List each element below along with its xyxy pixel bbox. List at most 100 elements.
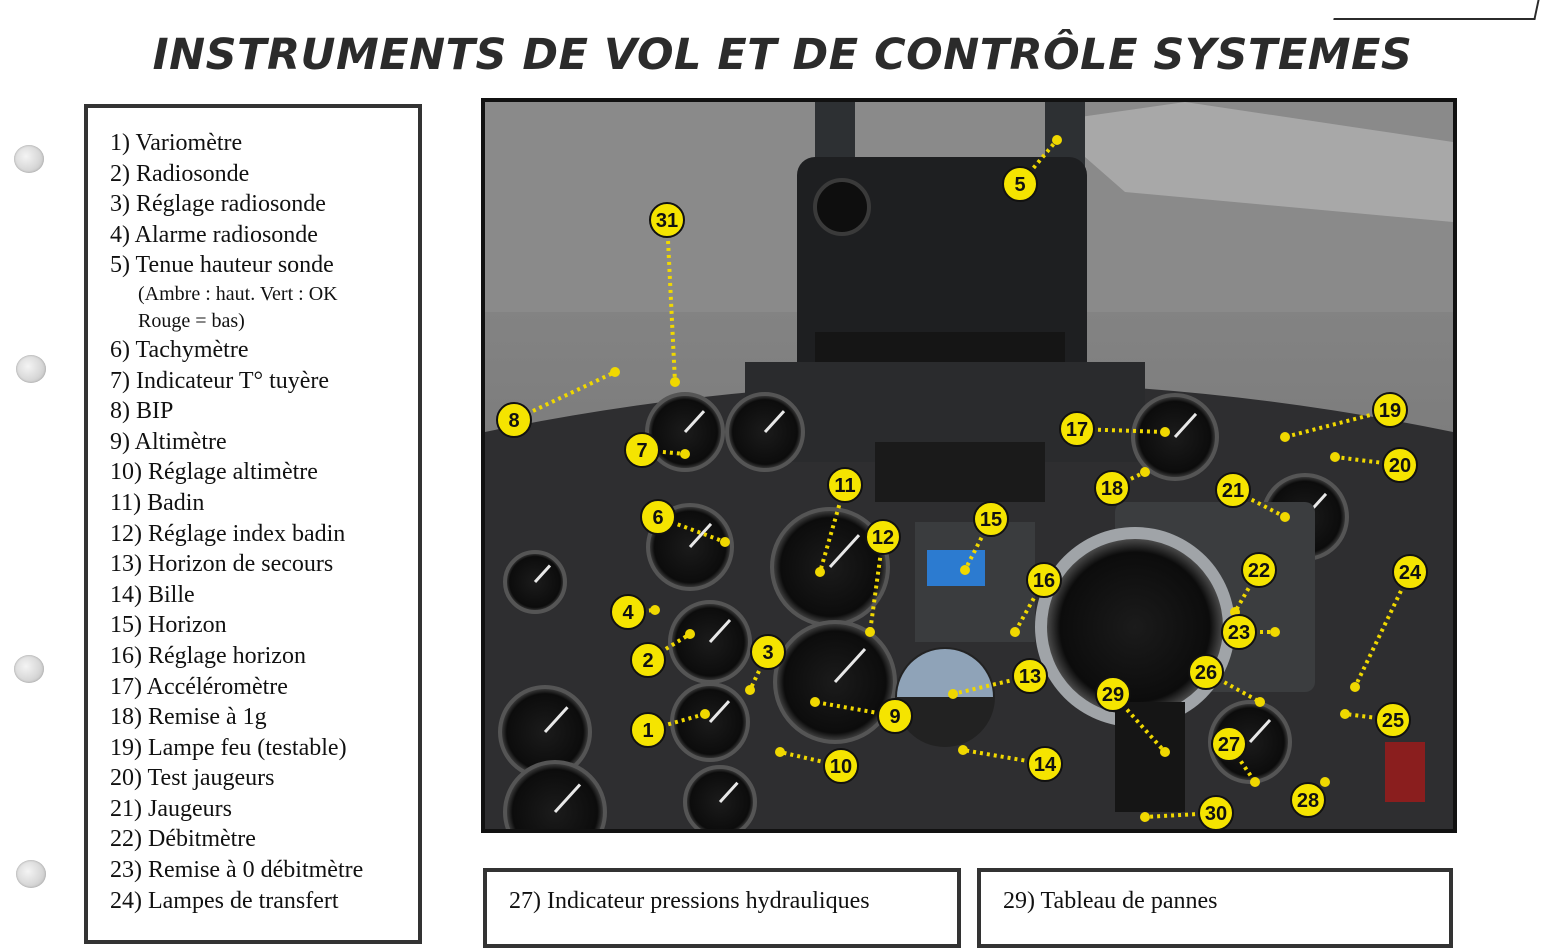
callout-arrow-head [700, 709, 710, 719]
legend-item: 11) Badin [110, 489, 205, 516]
legend-item: 13) Horizon de secours [110, 551, 334, 578]
legend-item: 19) Lampe feu (testable) [110, 734, 347, 761]
callout-badge [877, 698, 913, 734]
callout-badge [630, 642, 666, 678]
callout-arrow [513, 370, 616, 422]
callout-number: 13 [1019, 666, 1041, 688]
legend-item: 12) Réglage index badin [110, 520, 346, 547]
legend-item: 1) Variomètre [110, 130, 243, 156]
gauge-needle [708, 618, 732, 644]
callout-badge [1290, 782, 1326, 818]
legend-note: (Ambre : haut. Vert : OK [138, 282, 338, 305]
callout-number: 7 [636, 440, 647, 462]
callout-arrow [1144, 811, 1217, 819]
callout-arrow-head [865, 627, 875, 637]
callout-number: 23 [1228, 622, 1250, 644]
callout-arrow-head [1255, 697, 1265, 707]
callout-number: 19 [1379, 400, 1401, 422]
callout-arrow-head [1250, 777, 1260, 787]
callout-number: 29 [1102, 684, 1124, 706]
callout-number: 5 [1014, 174, 1025, 196]
legend-item: 4) Alarme radiosonde [110, 221, 318, 248]
gauge-needle [543, 706, 569, 734]
callout-number: 15 [980, 509, 1002, 531]
callout-arrow [952, 674, 1031, 696]
callout-number: 14 [1034, 754, 1057, 776]
callout-arrow [665, 219, 677, 383]
callout-arrow [1353, 571, 1412, 688]
legend-item: 29) Tableau de pannes [1003, 888, 1218, 914]
callout-badge [1188, 654, 1224, 690]
callout-number: 27 [1218, 734, 1240, 756]
callout-number: 10 [830, 756, 852, 778]
callout-arrow-head [775, 747, 785, 757]
callout-arrow-head [1160, 747, 1170, 757]
legend-item: 22) Débitmètre [110, 826, 256, 853]
callout-arrow-head [815, 567, 825, 577]
callout-arrow-head [948, 689, 958, 699]
callout-badge [1002, 166, 1038, 202]
etendard-logo [1326, 0, 1564, 30]
callout-number: 18 [1101, 478, 1123, 500]
callout-arrow-head [960, 565, 970, 575]
gauge-needle [828, 534, 861, 569]
punch-hole-icon [16, 355, 46, 383]
callout-arrow-head [1052, 135, 1062, 145]
punch-hole-icon [14, 145, 44, 173]
callout-number: 3 [762, 642, 773, 664]
callout-badge [865, 519, 901, 555]
callout-arrow-head [1350, 682, 1360, 692]
callout-arrow-head [1280, 512, 1290, 522]
legend-item: 3) Réglage radiosonde [110, 191, 326, 218]
callout-number: 20 [1389, 455, 1411, 477]
callout-arrow-head [1010, 627, 1020, 637]
legend-item: 10) Réglage altimètre [110, 459, 318, 486]
callout-badge [640, 499, 676, 535]
legend-item: 9) Altimètre [110, 428, 227, 455]
callout-number: 8 [508, 410, 519, 432]
callout-badge [1095, 676, 1131, 712]
callout-number: 31 [656, 210, 678, 232]
legend-item: 23) Remise à 0 débitmètre [110, 857, 364, 884]
callout-arrow-head [1280, 432, 1290, 442]
callout-badge [649, 202, 685, 238]
callout-badge [1221, 614, 1257, 650]
callout-badge [1012, 658, 1048, 694]
legend-box-hydraulic: 27) Indicateur pressions hydrauliques [483, 868, 961, 948]
legend-item: 18) Remise à 1g [110, 704, 267, 731]
callout-badge [1026, 562, 1062, 598]
gauge-needle [833, 647, 867, 684]
gauge-needle [683, 410, 706, 434]
callout-arrow-head [685, 629, 695, 639]
legend-item: 2) Radiosonde [110, 160, 250, 187]
instrument-legend: 1) Variomètre 2) Radiosonde 3) Réglage rad… [84, 104, 422, 944]
callout-badge [624, 432, 660, 468]
legend-item: 24) Lampes de transfert [110, 887, 339, 914]
legend-item: 20) Test jaugeurs [110, 765, 275, 792]
callout-badge [1372, 392, 1408, 428]
legend-item: 16) Réglage horizon [110, 642, 306, 669]
callout-badge [827, 467, 863, 503]
callout-number: 11 [834, 475, 855, 497]
callout-badge [1198, 795, 1234, 829]
callout-number: 9 [889, 706, 900, 728]
callout-number: 17 [1066, 419, 1088, 441]
legend-item: 5) Tenue hauteur sonde [110, 252, 334, 279]
callout-arrow-head [1340, 709, 1350, 719]
legend-note: Rouge = bas) [138, 309, 245, 332]
callout-arrow [1111, 470, 1146, 490]
callout-arrow-head [670, 377, 680, 387]
callout-badge [1094, 470, 1130, 506]
punch-hole-icon [14, 655, 44, 683]
callout-arrow-head [1270, 627, 1280, 637]
callout-badge [610, 594, 646, 630]
callout-number: 28 [1297, 790, 1319, 812]
callout-arrow-head [958, 745, 968, 755]
legend-item: 7) Indicateur T° tuyère [110, 367, 330, 394]
callout-arrow [1205, 670, 1261, 704]
gauge-needle [553, 783, 582, 814]
callout-number: 24 [1399, 562, 1422, 584]
page-title: INSTRUMENTS DE VOL ET DE CONTRÔLE SYSTEM… [152, 30, 1413, 80]
callout-badge [1392, 554, 1428, 590]
